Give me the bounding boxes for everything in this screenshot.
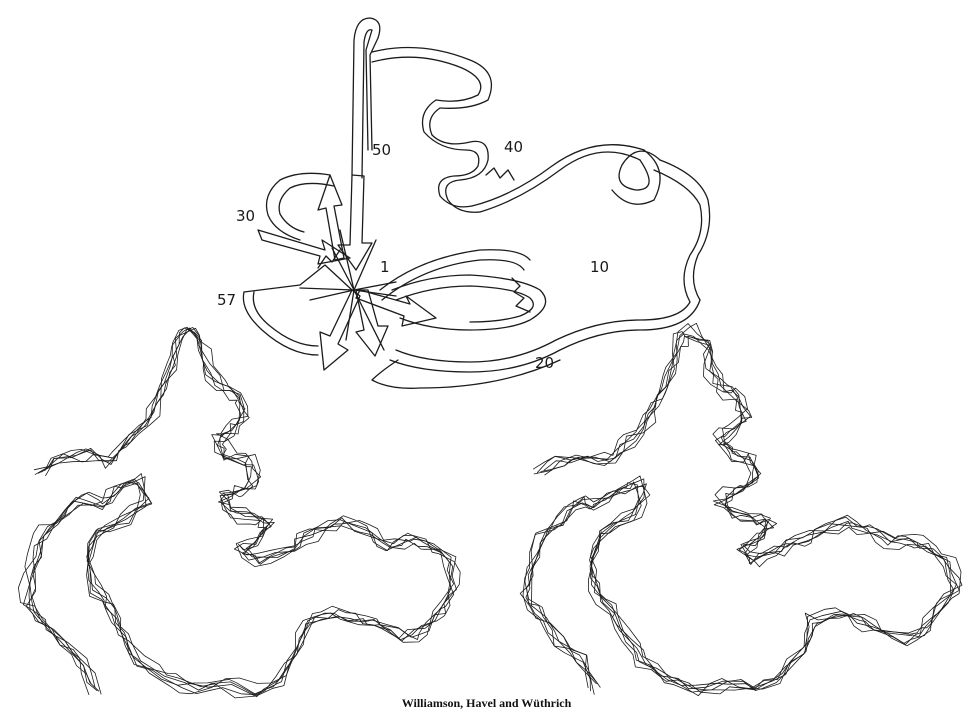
residue-label-40: 40 xyxy=(504,138,523,156)
left-backbone-trace-2 xyxy=(18,328,456,695)
right-backbone-trace-2 xyxy=(531,334,962,690)
left-backbone-trace-5 xyxy=(29,328,451,696)
stereo-view-left xyxy=(18,327,460,698)
ribbon-diagram xyxy=(243,18,709,388)
residue-label-30: 30 xyxy=(236,207,255,225)
stereo-view-right xyxy=(520,323,962,695)
residue-label-10: 10 xyxy=(590,258,609,276)
left-backbone-trace-1 xyxy=(25,327,454,695)
figure-caption: Williamson, Havel and Wüthrich xyxy=(0,696,973,711)
residue-label-50: 50 xyxy=(372,141,391,159)
residue-labels: 50 40 30 1 10 57 20 xyxy=(217,138,609,372)
residue-label-57: 57 xyxy=(217,291,236,309)
right-backbone-trace-3 xyxy=(520,332,951,695)
residue-label-1: 1 xyxy=(380,258,390,276)
right-backbone-trace-6 xyxy=(525,324,961,691)
residue-label-20: 20 xyxy=(535,354,554,372)
left-backbone-trace-6 xyxy=(32,329,454,694)
